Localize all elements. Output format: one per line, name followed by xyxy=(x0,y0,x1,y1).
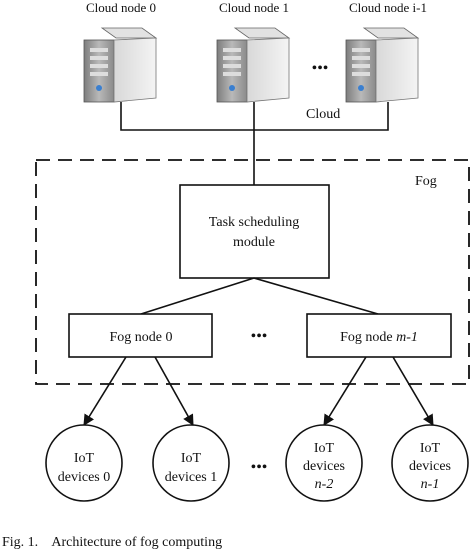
fog-node-m-1-index: m-1 xyxy=(396,330,418,345)
server-icon xyxy=(83,27,158,103)
fog-region xyxy=(35,159,470,385)
server-icon xyxy=(216,27,291,103)
task-scheduling-label-line2: module xyxy=(233,235,275,250)
task-scheduling-label-line1: Task scheduling xyxy=(209,215,299,230)
fog-node-0-box xyxy=(68,313,213,358)
figure-caption: Fig. 1. Architecture of fog computing xyxy=(2,535,222,550)
cloud-bus xyxy=(120,102,389,185)
iot-devices-n-1-line2: devices xyxy=(409,459,451,474)
server-icon xyxy=(345,27,420,103)
iot-devices-n-1-line3: n-1 xyxy=(421,477,440,492)
iot-devices-1-line1: IoT xyxy=(181,451,202,466)
scheduler-to-fog-links xyxy=(140,277,379,315)
iot-devices-1-node xyxy=(152,424,230,502)
iot-devices-0-node xyxy=(45,424,123,502)
iot-devices-1-line2: devices 1 xyxy=(165,470,217,485)
iot-devices-n-2-line1: IoT xyxy=(314,441,335,456)
fog-node-m-1-label: Fog node m-1 xyxy=(340,330,418,345)
cloud-label: Cloud xyxy=(306,107,340,122)
fog-to-iot-arrows xyxy=(83,356,434,426)
iot-ellipsis: ••• xyxy=(251,459,268,476)
fog-node-m-1-box xyxy=(306,313,452,358)
cloud-node-1-label: Cloud node 1 xyxy=(219,0,289,15)
iot-devices-n-2-line2: devices xyxy=(303,459,345,474)
cloud-node-0-label: Cloud node 0 xyxy=(86,0,156,15)
iot-devices-0-line1: IoT xyxy=(74,451,95,466)
fog-label: Fog xyxy=(415,174,437,189)
fog-node-0-label: Fog node 0 xyxy=(110,330,173,345)
iot-devices-n-1-line1: IoT xyxy=(420,441,441,456)
iot-devices-0-line2: devices 0 xyxy=(58,470,110,485)
fog-node-m-1-prefix: Fog node xyxy=(340,330,396,345)
fog-ellipsis: ••• xyxy=(251,328,268,345)
cloud-node-i-1-label: Cloud node i-1 xyxy=(349,0,427,15)
iot-devices-n-1-node xyxy=(391,424,469,502)
iot-devices-n-2-node xyxy=(285,424,363,502)
task-scheduling-module-box xyxy=(179,184,330,279)
iot-devices-n-2-line3: n-2 xyxy=(315,477,334,492)
cloud-ellipsis: ••• xyxy=(312,60,329,77)
